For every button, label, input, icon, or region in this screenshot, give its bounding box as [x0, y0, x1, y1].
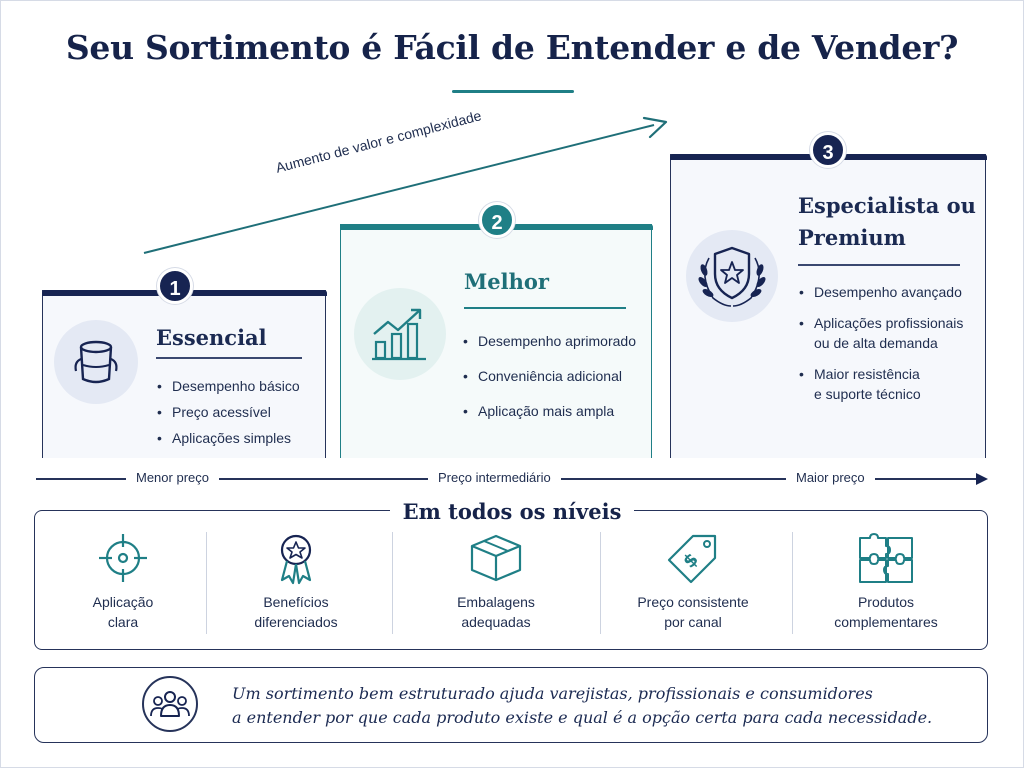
tier-number-badge: 3	[810, 132, 846, 168]
tier-divider	[464, 307, 626, 309]
paint-bucket-icon	[54, 320, 138, 404]
column-divider	[792, 532, 793, 634]
tier-name-premium: Especialista ou Premium	[798, 190, 976, 254]
list-item: Preço acessível	[156, 399, 300, 425]
puzzle-icon	[800, 530, 972, 586]
svg-text:$: $	[679, 549, 703, 573]
summary-panel	[34, 667, 988, 743]
column-divider	[206, 532, 207, 634]
column-divider	[600, 532, 601, 634]
list-item: Conveniência adicional	[462, 359, 636, 394]
tier-divider	[798, 264, 960, 266]
tier-name-line: Especialista ou	[798, 193, 976, 218]
tier-number-badge: 1	[157, 268, 193, 304]
title-underline	[452, 90, 574, 93]
award-ribbon-icon	[212, 530, 380, 586]
tier-bullets-essencial: Desempenho básico Preço acessível Aplica…	[156, 373, 300, 451]
price-label-mid: Preço intermediário	[428, 469, 561, 487]
list-item: Aplicações simples	[156, 425, 300, 451]
summary-line: Um sortimento bem estruturado ajuda vare…	[232, 684, 873, 703]
list-item: Desempenho avançado	[798, 282, 963, 302]
price-tag-icon: $	[606, 530, 780, 586]
target-icon	[44, 530, 202, 586]
tier-name-essencial: Essencial	[156, 325, 267, 350]
page-title: Seu Sortimento é Fácil de Entender e de …	[65, 28, 959, 67]
price-label-high: Maior preço	[786, 469, 875, 487]
tier-divider	[156, 357, 302, 359]
list-item: Desempenho básico	[156, 373, 300, 399]
list-item: Aplicação mais ampla	[462, 394, 636, 429]
tier-number-badge: 2	[479, 202, 515, 238]
summary-text: Um sortimento bem estruturado ajuda vare…	[232, 682, 932, 730]
tier-bullets-melhor: Desempenho aprimorado Conveniência adici…	[462, 324, 636, 429]
box-icon	[400, 530, 592, 586]
growth-chart-icon	[354, 288, 446, 380]
tier-name-melhor: Melhor	[464, 269, 549, 294]
column-divider	[392, 532, 393, 634]
tier-name-line: Premium	[798, 225, 906, 250]
all-levels-title: Em todos os níveis	[390, 497, 634, 527]
shield-laurel-icon	[686, 230, 778, 322]
price-axis-arrowhead	[976, 473, 988, 485]
list-item: Desempenho aprimorado	[462, 324, 636, 359]
tier-bullets-premium: Desempenho avançado Aplicações profissio…	[798, 282, 963, 404]
summary-line: a entender por que cada produto existe e…	[232, 708, 933, 727]
price-label-low: Menor preço	[126, 469, 219, 487]
people-group-icon	[142, 676, 198, 732]
